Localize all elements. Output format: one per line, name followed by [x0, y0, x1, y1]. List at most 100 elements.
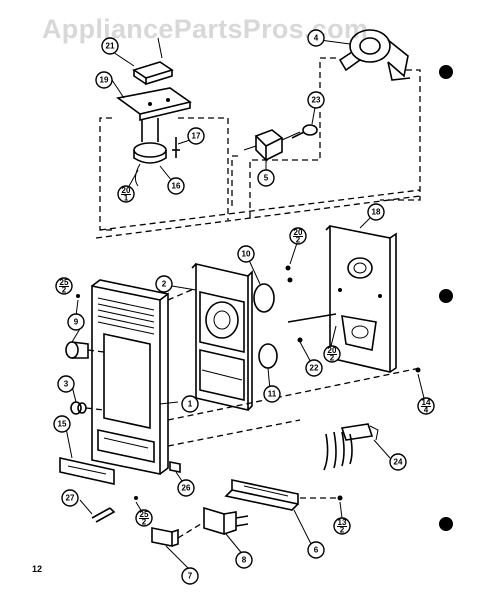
callout-c24: 24 — [389, 453, 407, 471]
alignment-line-grommet — [85, 407, 105, 411]
callout-circle — [57, 375, 75, 393]
callout-label: 20 — [122, 186, 131, 195]
callout-circle — [61, 489, 79, 507]
callout-label: 27 — [66, 494, 75, 503]
middle-panel-part — [191, 262, 253, 412]
screw-part-25-lower — [134, 496, 138, 500]
callout-c18: 18 — [367, 203, 385, 221]
callout-label: 14 — [422, 398, 431, 407]
callout-circle — [389, 453, 407, 471]
callout-circle — [187, 127, 205, 145]
alignment-line-knob — [87, 349, 105, 353]
callout-circle — [181, 395, 199, 413]
callout-label: 6 — [314, 546, 319, 555]
callout-quantity: 2 — [340, 526, 345, 535]
callout-circle — [95, 71, 113, 89]
callout-c20c: 202 — [323, 345, 341, 363]
front-cabinet-part — [91, 279, 169, 475]
callout-label: 13 — [338, 518, 347, 527]
callout-c5: 5 — [257, 169, 275, 187]
filter-disk-lower — [258, 343, 278, 369]
callout-label: 2 — [162, 280, 167, 289]
callout-circle — [307, 541, 325, 559]
switch-knob-part — [291, 124, 318, 139]
callout-c19: 19 — [95, 71, 113, 89]
fan-motor-part — [338, 29, 411, 81]
nameplate-part — [59, 457, 115, 485]
callout-circle — [257, 169, 275, 187]
callout-c2: 2 — [155, 275, 173, 293]
callout-c1: 1 — [181, 395, 199, 413]
callout-label: 25 — [60, 278, 69, 287]
callout-label: 7 — [188, 572, 193, 581]
back-panel-part — [325, 225, 397, 374]
callout-circle — [181, 567, 199, 585]
callout-label: 10 — [242, 250, 251, 259]
callout-c8: 8 — [235, 551, 253, 569]
callout-circle — [235, 551, 253, 569]
callout-c15: 15 — [53, 415, 71, 433]
callout-label: 21 — [106, 42, 115, 51]
callout-circle — [263, 385, 281, 403]
callout-c25a: 252 — [55, 277, 73, 295]
callout-circle — [101, 37, 119, 55]
rotary-switch-part — [243, 129, 301, 162]
callout-c22: 22 — [305, 359, 323, 377]
callout-label: 19 — [100, 76, 109, 85]
callout-label: 3 — [64, 380, 69, 389]
callout-circle — [67, 313, 85, 331]
callout-c20a: 201 — [117, 185, 135, 203]
button-cap-part — [151, 527, 179, 547]
callout-circle — [177, 479, 195, 497]
knob-part-9 — [65, 341, 89, 359]
callout-circle — [167, 177, 185, 195]
wiring-path-motor-right — [380, 69, 421, 201]
callout-label: 25 — [140, 510, 149, 519]
alignment-line-button — [177, 521, 205, 539]
rod-part — [287, 313, 337, 323]
callout-c27: 27 — [61, 489, 79, 507]
callout-label: 24 — [394, 458, 403, 467]
callout-c21: 21 — [101, 37, 119, 55]
callout-c4: 4 — [307, 29, 325, 47]
alignment-line-top — [99, 189, 421, 231]
callout-c7: 7 — [181, 567, 199, 585]
binder-hole-bottom — [439, 517, 453, 531]
callout-label: 4 — [314, 34, 319, 43]
callout-c17: 17 — [187, 127, 205, 145]
callout-group: 2119172011623541820210225293111222021441… — [53, 29, 435, 585]
callout-quantity: 2 — [330, 354, 335, 363]
page-number: 12 — [32, 564, 42, 574]
callout-label: 8 — [242, 556, 247, 565]
callout-quantity: 2 — [296, 236, 301, 245]
callout-c14: 144 — [417, 397, 435, 415]
switch-bracket-part — [224, 479, 299, 511]
callout-quantity: 2 — [62, 286, 67, 295]
callout-label: 18 — [372, 208, 381, 217]
callout-circle — [237, 245, 255, 263]
callout-label: 11 — [268, 390, 277, 399]
limit-switch-part — [132, 61, 174, 86]
screw-part-13 — [337, 495, 343, 501]
callout-c26: 26 — [177, 479, 195, 497]
callout-quantity: 2 — [142, 518, 147, 527]
screw-part-25-upper — [76, 294, 80, 298]
thermostat-part — [133, 118, 167, 187]
leader-lines — [65, 37, 425, 571]
callout-label: 17 — [192, 132, 201, 141]
clip-part-26 — [169, 461, 181, 473]
callout-c10: 10 — [237, 245, 255, 263]
screw-part-22 — [297, 337, 303, 343]
callout-c25b: 252 — [135, 509, 153, 527]
callout-label: 15 — [58, 420, 67, 429]
callout-quantity: 1 — [124, 194, 129, 203]
wiring-path-switch — [231, 155, 238, 210]
callout-c11: 11 — [263, 385, 281, 403]
thermostat-bracket-part — [116, 87, 192, 122]
callout-label: 20 — [328, 346, 337, 355]
callout-circle — [53, 415, 71, 433]
callout-label: 9 — [74, 318, 79, 327]
screw-part-20-mid — [287, 277, 293, 283]
